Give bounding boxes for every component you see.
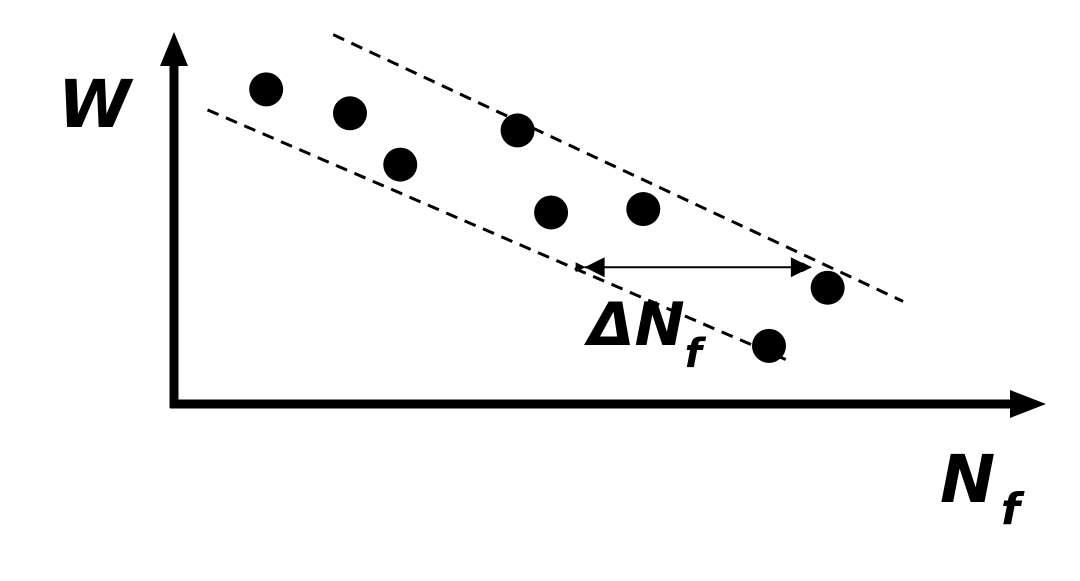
data-point-1 bbox=[249, 72, 284, 107]
x-axis-label-subscript: f bbox=[1001, 484, 1025, 535]
data-point-4 bbox=[500, 113, 535, 148]
spread-label-subscript: f bbox=[685, 331, 707, 377]
x-axis-arrowhead bbox=[1010, 390, 1046, 418]
data-point-2 bbox=[332, 96, 367, 131]
lower-bound-line bbox=[206, 108, 787, 361]
data-point-6 bbox=[626, 192, 661, 227]
x-axis-label-main: N bbox=[940, 441, 995, 518]
spread-label: ΔNf bbox=[584, 290, 707, 377]
axes bbox=[160, 32, 1046, 418]
data-points bbox=[249, 72, 845, 363]
spread-arrowhead-left bbox=[584, 257, 605, 278]
spread-arrowhead-right bbox=[790, 257, 811, 278]
boundary-lines bbox=[206, 33, 904, 361]
spread-label-main: N bbox=[634, 290, 684, 360]
data-point-5 bbox=[534, 195, 569, 230]
upper-bound-line bbox=[332, 33, 904, 303]
data-point-7 bbox=[751, 328, 786, 363]
x-axis-label: N f bbox=[940, 441, 1025, 535]
y-axis-label: W bbox=[58, 66, 134, 143]
data-point-8 bbox=[810, 270, 845, 305]
y-axis-arrowhead bbox=[160, 32, 188, 66]
data-point-3 bbox=[383, 147, 418, 182]
spread-annotation bbox=[575, 257, 812, 278]
spread-label-delta: Δ bbox=[584, 290, 634, 360]
